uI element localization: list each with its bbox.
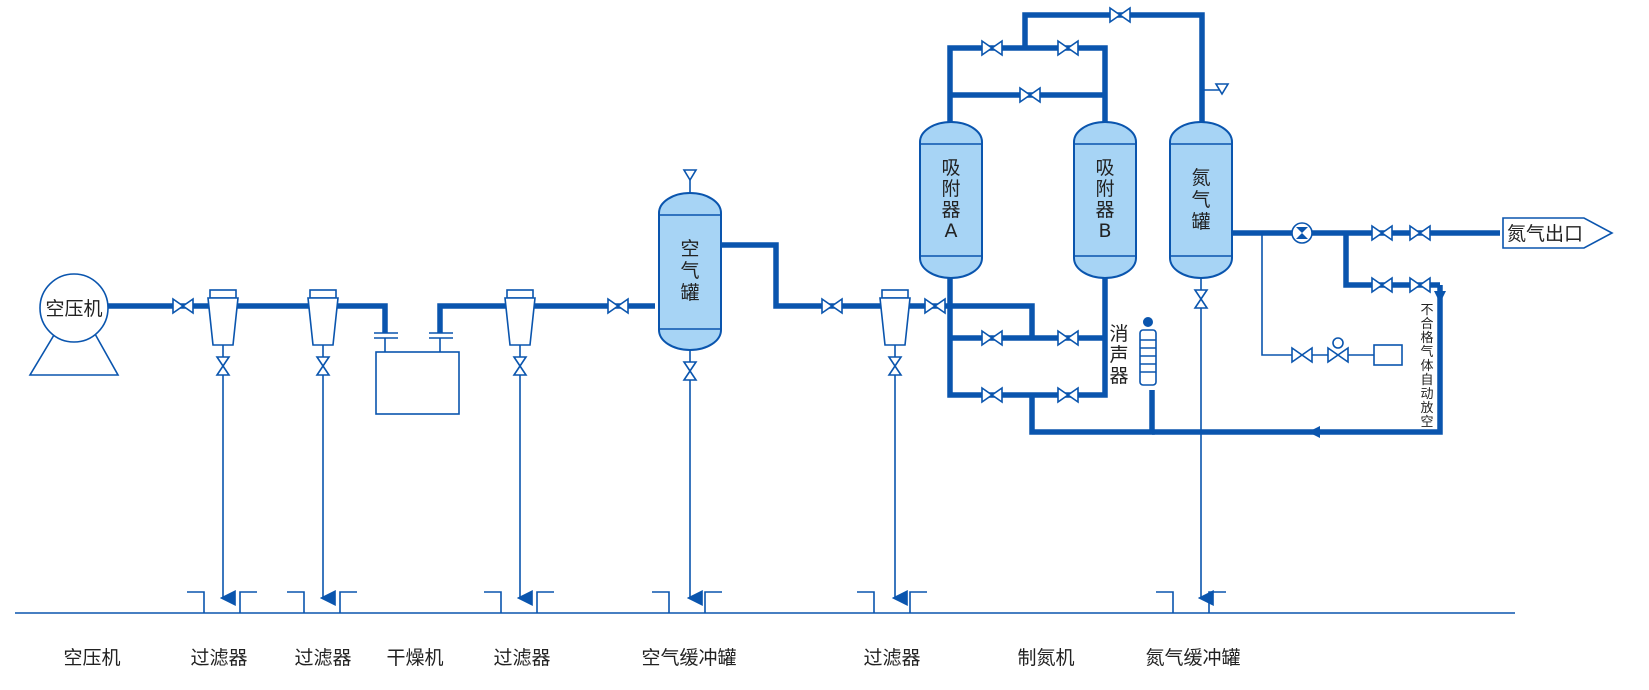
vent-arrow-down bbox=[1434, 291, 1446, 303]
filter-3 bbox=[504, 289, 536, 606]
adsorber-b-label-3: 器 bbox=[1095, 199, 1114, 221]
muffler-label-2: 声 bbox=[1109, 344, 1128, 366]
nitrogen-outlet-pipe bbox=[1232, 230, 1500, 288]
adsorber-valves bbox=[924, 6, 1131, 404]
vent-return-line bbox=[1152, 285, 1443, 435]
air-tank-label-3: 罐 bbox=[680, 282, 699, 304]
bottom-label-filter-4: 过滤器 bbox=[863, 647, 920, 669]
bottom-label-air-buffer-tank: 空气缓冲罐 bbox=[641, 647, 736, 669]
compressor-label: 空压机 bbox=[45, 298, 102, 320]
adsorber-a-label-3: 器 bbox=[941, 199, 960, 221]
filter-2 bbox=[307, 289, 339, 606]
air-tank-label-2: 气 bbox=[680, 260, 699, 282]
bottom-label-nitrogen-generator: 制氮机 bbox=[1017, 647, 1074, 669]
dryer bbox=[374, 332, 460, 415]
vent-note: 不 合 格 气 体 自 动 放 空 bbox=[1420, 303, 1433, 430]
air-tank-to-filter-pipe bbox=[717, 242, 935, 309]
compressor: 空压机 bbox=[28, 273, 120, 376]
muffler-label-3: 器 bbox=[1109, 365, 1128, 387]
nitrogen-outlet: 氮气出口 bbox=[1502, 217, 1614, 249]
adsorber-a: 吸 附 器 A bbox=[919, 121, 983, 279]
vent-arrow-left bbox=[1308, 426, 1320, 438]
bottom-label-filter-2: 过滤器 bbox=[294, 647, 351, 669]
adsorber-top-pipes bbox=[947, 12, 1205, 122]
adsorber-b: 吸 附 器 B bbox=[1073, 121, 1137, 279]
vent-note-1: 不 bbox=[1420, 303, 1433, 318]
adsorber-a-label-1: 吸 bbox=[941, 157, 960, 179]
vent-note-7: 动 bbox=[1420, 387, 1433, 402]
vent-note-5: 体 bbox=[1420, 359, 1433, 374]
bottom-label-dryer: 干燥机 bbox=[386, 647, 443, 669]
adsorber-a-label-2: 附 bbox=[941, 178, 960, 200]
adsorber-b-label-1: 吸 bbox=[1095, 157, 1114, 179]
outlet-label: 氮气出口 bbox=[1507, 223, 1583, 245]
bottom-label-compressor: 空压机 bbox=[63, 647, 120, 669]
sampling-branch-line bbox=[1261, 233, 1374, 356]
valve-2 bbox=[607, 297, 629, 315]
valve-3 bbox=[821, 297, 843, 315]
vent-note-9: 空 bbox=[1420, 415, 1433, 430]
filter-1 bbox=[207, 289, 239, 606]
bottom-label-nitrogen-buffer-tank: 氮气缓冲罐 bbox=[1145, 647, 1240, 669]
adsorber-bottom-pipes bbox=[935, 278, 1155, 435]
drain-funnels bbox=[187, 591, 1226, 613]
main-air-pipe bbox=[104, 303, 655, 333]
adsorber-a-label-4: A bbox=[945, 220, 958, 242]
nitrogen-tank: 氮 气 罐 bbox=[1169, 83, 1233, 606]
adsorber-b-label-4: B bbox=[1098, 220, 1111, 242]
bottom-label-filter-1: 过滤器 bbox=[190, 647, 247, 669]
nitrogen-tank-label-2: 气 bbox=[1191, 189, 1210, 211]
muffler: 消 声 器 bbox=[1109, 317, 1157, 387]
muffler-label-1: 消 bbox=[1109, 323, 1128, 345]
valve-1 bbox=[172, 297, 194, 315]
vent-note-2: 合 bbox=[1420, 317, 1433, 332]
vent-note-4: 气 bbox=[1420, 344, 1433, 360]
adsorber-b-label-2: 附 bbox=[1095, 178, 1114, 200]
bottom-label-filter-3: 过滤器 bbox=[493, 647, 550, 669]
outlet-valves bbox=[1291, 222, 1431, 366]
air-tank-label-1: 空 bbox=[680, 238, 699, 260]
vent-note-8: 放 bbox=[1420, 401, 1433, 416]
vent-note-6: 自 bbox=[1420, 373, 1433, 388]
nitrogen-tank-label-3: 罐 bbox=[1191, 211, 1210, 233]
vent-note-3: 格 bbox=[1420, 330, 1433, 346]
nitrogen-tank-label-1: 氮 bbox=[1191, 167, 1210, 189]
filter-4 bbox=[879, 289, 911, 606]
air-tank: 空 气 罐 bbox=[658, 169, 722, 606]
